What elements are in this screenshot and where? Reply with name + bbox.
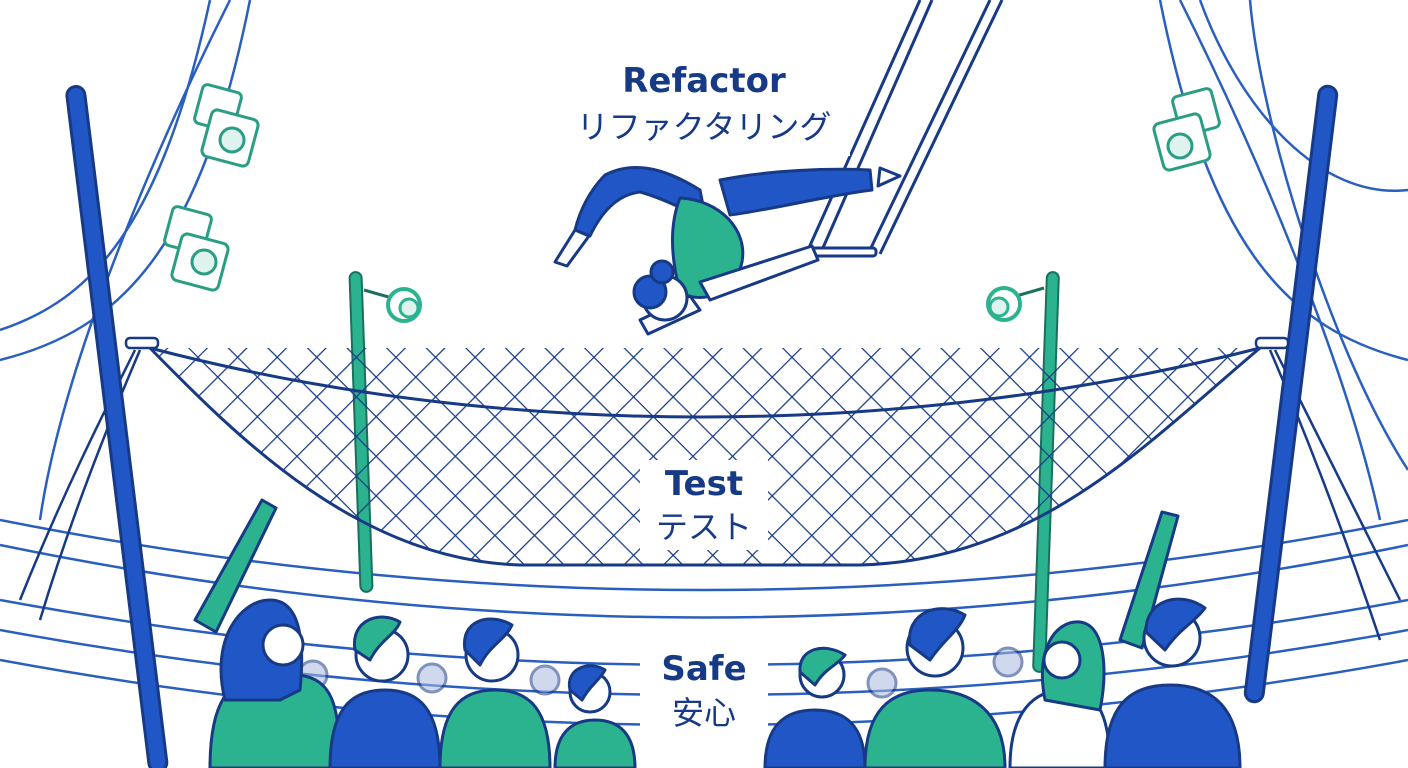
label-safe-jp: 安心	[672, 694, 736, 732]
acrobat	[553, 165, 902, 336]
pole-left	[65, 85, 169, 768]
pole-right	[1243, 84, 1339, 704]
label-refactor: Refactor リファクタリング	[560, 56, 850, 156]
trapeze	[806, 0, 1004, 258]
label-safe: Safe 安心	[640, 640, 768, 736]
guy-ropes	[18, 349, 1402, 641]
label-safe-en: Safe	[661, 649, 746, 689]
crowd	[193, 498, 1242, 768]
label-test-jp: テスト	[656, 508, 752, 546]
spotlight-left-bottom	[163, 205, 230, 292]
spotlight-left-top	[193, 83, 260, 168]
label-test-en: Test	[665, 464, 743, 504]
label-refactor-en: Refactor	[622, 61, 786, 101]
safety-net	[148, 346, 1261, 567]
label-refactor-jp: リファクタリング	[577, 108, 832, 146]
spotlight-right-top	[1152, 87, 1221, 172]
label-test: Test テスト	[640, 460, 768, 550]
